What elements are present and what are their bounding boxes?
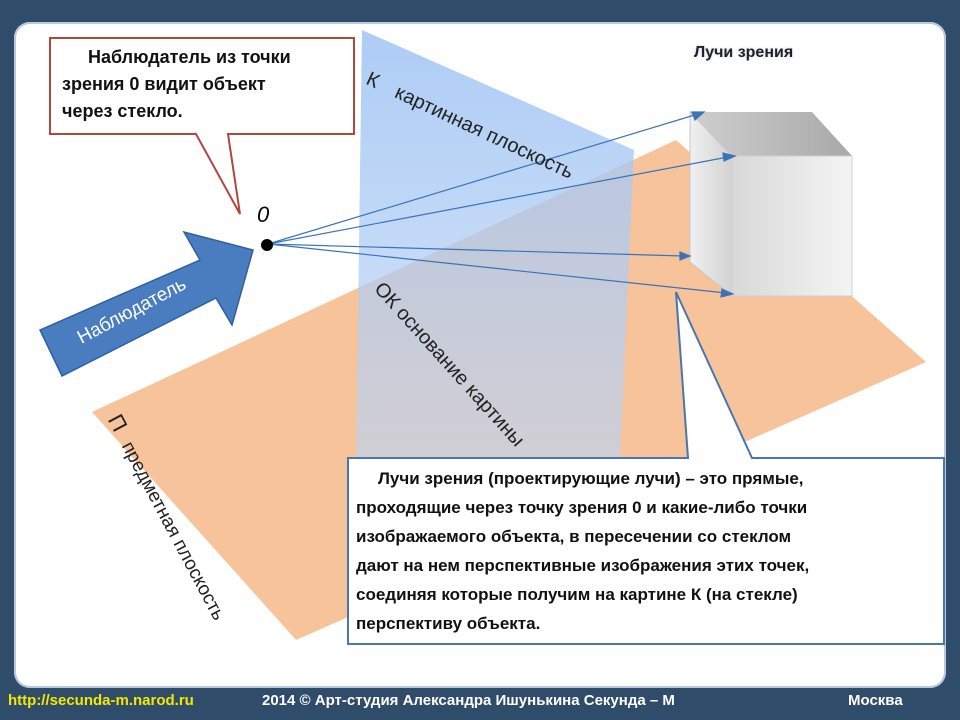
definition-line-2: проходящие через точку зрения 0 и какие-…: [356, 498, 808, 517]
callout-line-2: зрения 0 видит объект: [62, 74, 266, 94]
callout-line-1: Наблюдатель из точки: [88, 47, 291, 67]
viewpoint-dot: [261, 239, 273, 251]
definition-line-6: перспективу объекта.: [356, 614, 541, 633]
observer-callout-text: Наблюдатель из точки зрения 0 видит объе…: [62, 44, 342, 125]
callout-line-3: через стекло.: [62, 101, 183, 121]
definition-line-4: дают на нем перспективные изображения эт…: [356, 556, 810, 575]
footer-url-link[interactable]: http://secunda-m.narod.ru: [8, 692, 194, 709]
definition-line-5: соединяя которые получим на картине К (н…: [356, 585, 798, 604]
rays-title: Лучи зрения: [694, 44, 794, 61]
viewpoint-label: 0: [257, 202, 270, 227]
definition-line-3: изображаемого объекта, в пересечении со …: [356, 527, 792, 546]
observer-callout: [49, 37, 355, 215]
definition-line-1: Лучи зрения (проектирующие лучи) – это п…: [378, 469, 804, 488]
definition-text: Лучи зрения (проектирующие лучи) – это п…: [348, 458, 944, 644]
footer-copyright: 2014 © Арт-студия Александра Ишунькина С…: [262, 692, 675, 709]
rays-of-sight: [267, 111, 737, 298]
footer-city: Москва: [848, 692, 903, 709]
observer-arrow: [38, 230, 254, 378]
definition-callout: [347, 291, 945, 645]
cube-object: [689, 110, 853, 298]
